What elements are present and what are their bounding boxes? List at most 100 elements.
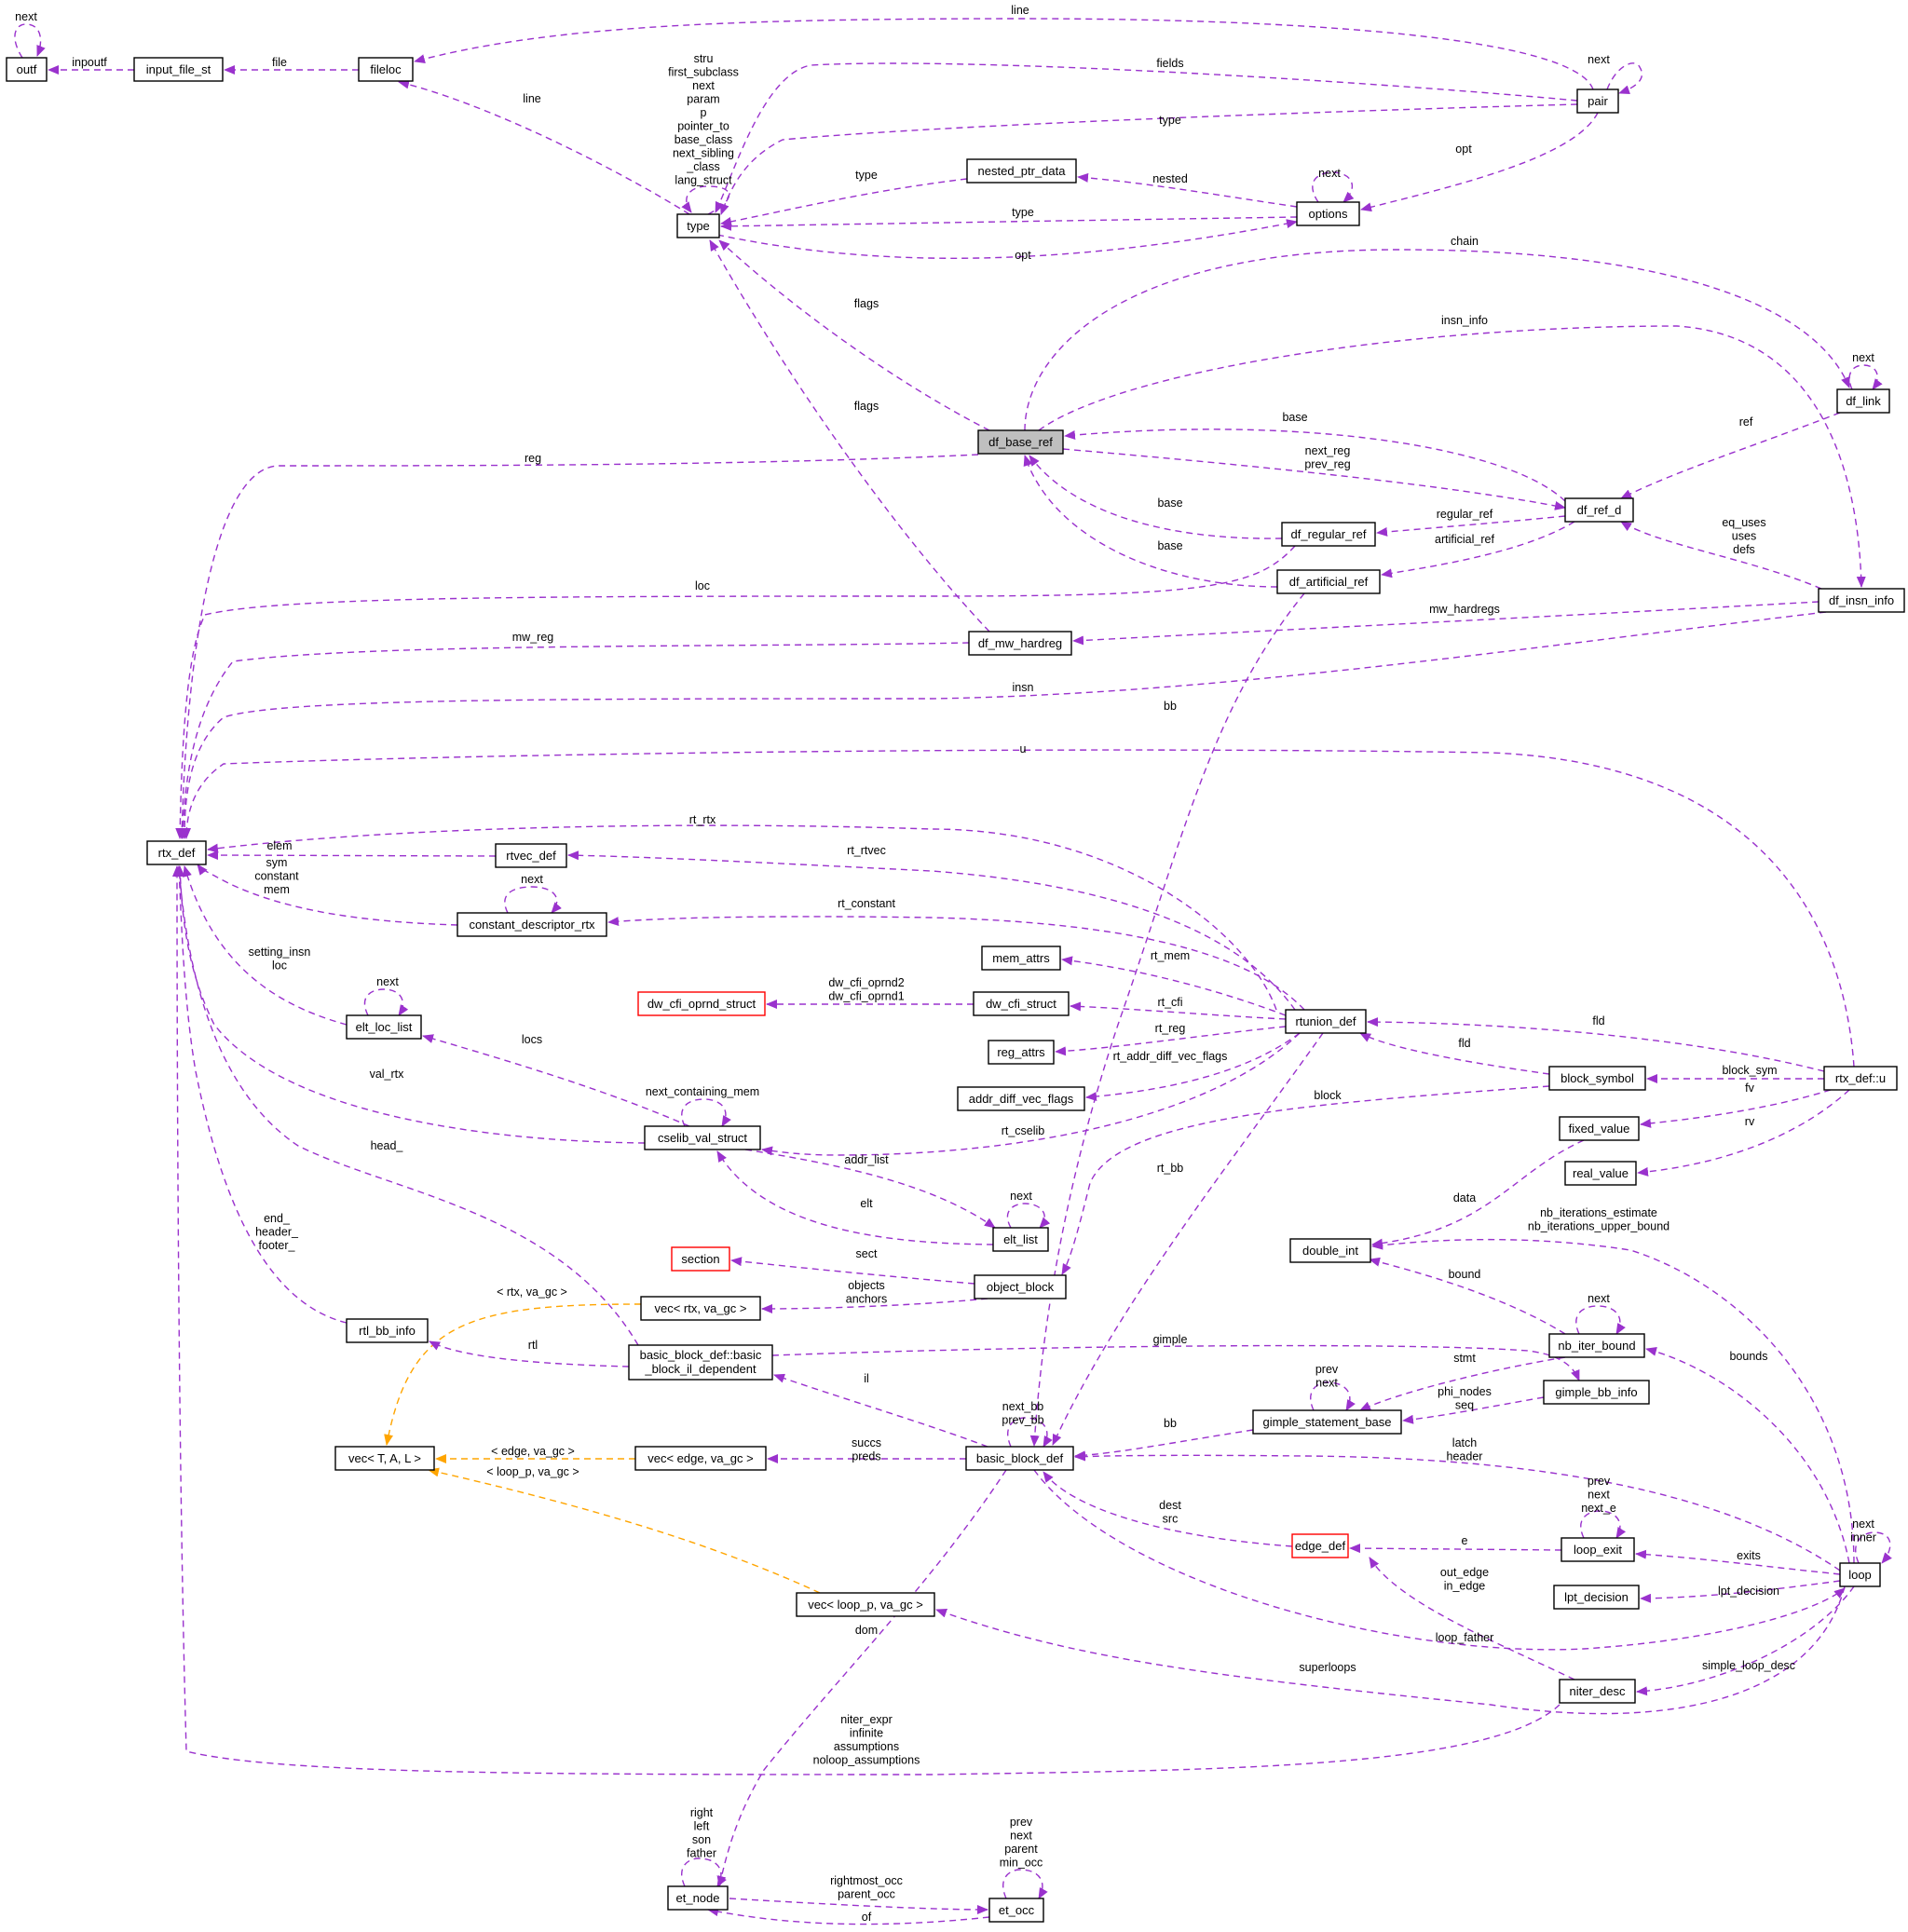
node-gimple-bb-info[interactable]: gimple_bb_info xyxy=(1543,1380,1650,1405)
node-rtvec-def[interactable]: rtvec_def xyxy=(495,843,567,868)
node-rtx-def-u[interactable]: rtx_def::u xyxy=(1823,1066,1898,1091)
node-reg-attrs[interactable]: reg_attrs xyxy=(988,1040,1055,1065)
node-box[interactable] xyxy=(1559,1679,1636,1704)
node-box[interactable] xyxy=(1823,1066,1898,1091)
node-fileloc[interactable]: fileloc xyxy=(358,57,414,82)
node-nested-ptr-data[interactable]: nested_ptr_data xyxy=(966,158,1077,184)
node-box[interactable] xyxy=(334,1446,435,1471)
node-box[interactable] xyxy=(667,1885,729,1911)
node-box[interactable] xyxy=(988,1040,1055,1065)
node-input-file-st[interactable]: input_file_st xyxy=(133,57,224,82)
node-box[interactable] xyxy=(1839,1562,1881,1587)
node-niter-desc[interactable]: niter_desc xyxy=(1559,1679,1636,1704)
node-mem-attrs[interactable]: mem_attrs xyxy=(981,946,1061,971)
node-box[interactable] xyxy=(1289,1238,1371,1263)
node-et-node[interactable]: et_node xyxy=(667,1885,729,1911)
node-box[interactable] xyxy=(1560,1537,1635,1562)
node-df-link[interactable]: df_link xyxy=(1836,388,1890,414)
node-constant-descriptor-rtx[interactable]: constant_descriptor_rtx xyxy=(457,912,607,937)
node-box[interactable] xyxy=(1285,1009,1367,1034)
node-box[interactable] xyxy=(1548,1333,1645,1358)
node-loop[interactable]: loop xyxy=(1839,1562,1881,1587)
node-type[interactable]: type xyxy=(676,213,720,238)
node-box[interactable] xyxy=(796,1592,935,1617)
node-box[interactable] xyxy=(1291,1533,1349,1558)
node-df-regular-ref[interactable]: df_regular_ref xyxy=(1281,522,1376,547)
node-df-insn-info[interactable]: df_insn_info xyxy=(1818,588,1905,613)
node-box[interactable] xyxy=(1252,1409,1402,1435)
node-box[interactable] xyxy=(1281,522,1376,547)
node-box[interactable] xyxy=(965,1446,1074,1471)
node-gimple-statement-base[interactable]: gimple_statement_base xyxy=(1252,1409,1402,1435)
node-box[interactable] xyxy=(676,213,720,238)
node-box[interactable] xyxy=(346,1318,429,1343)
node-box[interactable] xyxy=(981,946,1061,971)
node-block-symbol[interactable]: block_symbol xyxy=(1548,1066,1646,1091)
node-addr-diff-vec-flags[interactable]: addr_diff_vec_flags xyxy=(957,1086,1085,1111)
node-box[interactable] xyxy=(1564,497,1634,523)
node-vec-t-a-l[interactable]: vec< T, A, L > xyxy=(334,1446,435,1471)
node-box[interactable] xyxy=(1836,388,1890,414)
node-box[interactable] xyxy=(957,1086,1085,1111)
node-vec-edge[interactable]: vec< edge, va_gc > xyxy=(634,1446,767,1471)
node-basic-block-def[interactable]: basic_block_def xyxy=(965,1446,1074,1471)
node-box[interactable] xyxy=(358,57,414,82)
node-real-value[interactable]: real_value xyxy=(1564,1161,1637,1186)
node-outf[interactable]: outf xyxy=(6,57,48,82)
node-box[interactable] xyxy=(992,1227,1049,1252)
node-box[interactable] xyxy=(1296,201,1360,226)
node-box[interactable] xyxy=(133,57,224,82)
node-lpt-decision[interactable]: lpt_decision xyxy=(1553,1585,1640,1610)
node-box[interactable] xyxy=(671,1246,730,1272)
node-box[interactable] xyxy=(640,1296,761,1321)
node-bb-il-dependent[interactable]: basic_block_def::basic_block_il_dependen… xyxy=(628,1344,773,1381)
node-box[interactable] xyxy=(1576,88,1619,114)
node-box[interactable] xyxy=(495,843,567,868)
node-rtx-def[interactable]: rtx_def xyxy=(146,840,207,865)
node-loop-exit[interactable]: loop_exit xyxy=(1560,1537,1635,1562)
node-df-mw-hardreg[interactable]: df_mw_hardreg xyxy=(968,631,1072,656)
node-box[interactable] xyxy=(1564,1161,1637,1186)
node-box[interactable] xyxy=(973,991,1070,1016)
node-box[interactable] xyxy=(974,1274,1067,1299)
node-box[interactable] xyxy=(634,1446,767,1471)
node-box[interactable] xyxy=(1276,569,1381,594)
node-box[interactable] xyxy=(644,1125,761,1150)
node-elt-loc-list[interactable]: elt_loc_list xyxy=(346,1014,422,1040)
node-pair[interactable]: pair xyxy=(1576,88,1619,114)
node-df-ref-d[interactable]: df_ref_d xyxy=(1564,497,1634,523)
node-object-block[interactable]: object_block xyxy=(974,1274,1067,1299)
node-box[interactable] xyxy=(977,429,1064,455)
node-et-occ[interactable]: et_occ xyxy=(988,1898,1044,1923)
node-box[interactable] xyxy=(966,158,1077,184)
node-box[interactable] xyxy=(6,57,48,82)
node-box[interactable] xyxy=(1543,1380,1650,1405)
node-fixed-value[interactable]: fixed_value xyxy=(1559,1116,1640,1141)
node-cselib-val-struct[interactable]: cselib_val_struct xyxy=(644,1125,761,1150)
node-double-int[interactable]: double_int xyxy=(1289,1238,1371,1263)
node-box[interactable] xyxy=(1559,1116,1640,1141)
node-nb-iter-bound[interactable]: nb_iter_bound xyxy=(1548,1333,1645,1358)
node-options[interactable]: options xyxy=(1296,201,1360,226)
node-df-base-ref[interactable]: df_base_ref xyxy=(977,429,1064,455)
node-box[interactable] xyxy=(457,912,607,937)
node-box[interactable] xyxy=(1553,1585,1640,1610)
node-box[interactable] xyxy=(346,1014,422,1040)
node-box[interactable] xyxy=(988,1898,1044,1923)
node-box[interactable] xyxy=(637,991,766,1016)
node-df-artificial-ref[interactable]: df_artificial_ref xyxy=(1276,569,1381,594)
node-box[interactable] xyxy=(1818,588,1905,613)
node-rtunion-def[interactable]: rtunion_def xyxy=(1285,1009,1367,1034)
node-box[interactable] xyxy=(1548,1066,1646,1091)
node-dw-cfi-struct[interactable]: dw_cfi_struct xyxy=(973,991,1070,1016)
node-vec-rtx[interactable]: vec< rtx, va_gc > xyxy=(640,1296,761,1321)
node-edge-def[interactable]: edge_def xyxy=(1291,1533,1349,1558)
node-rtl-bb-info[interactable]: rtl_bb_info xyxy=(346,1318,429,1343)
node-elt-list[interactable]: elt_list xyxy=(992,1227,1049,1252)
node-section[interactable]: section xyxy=(671,1246,730,1272)
node-vec-loop-p[interactable]: vec< loop_p, va_gc > xyxy=(796,1592,935,1617)
node-box[interactable] xyxy=(146,840,207,865)
node-box[interactable] xyxy=(968,631,1072,656)
node-dw-cfi-oprnd-struct[interactable]: dw_cfi_oprnd_struct xyxy=(637,991,766,1016)
node-box[interactable] xyxy=(628,1344,773,1381)
